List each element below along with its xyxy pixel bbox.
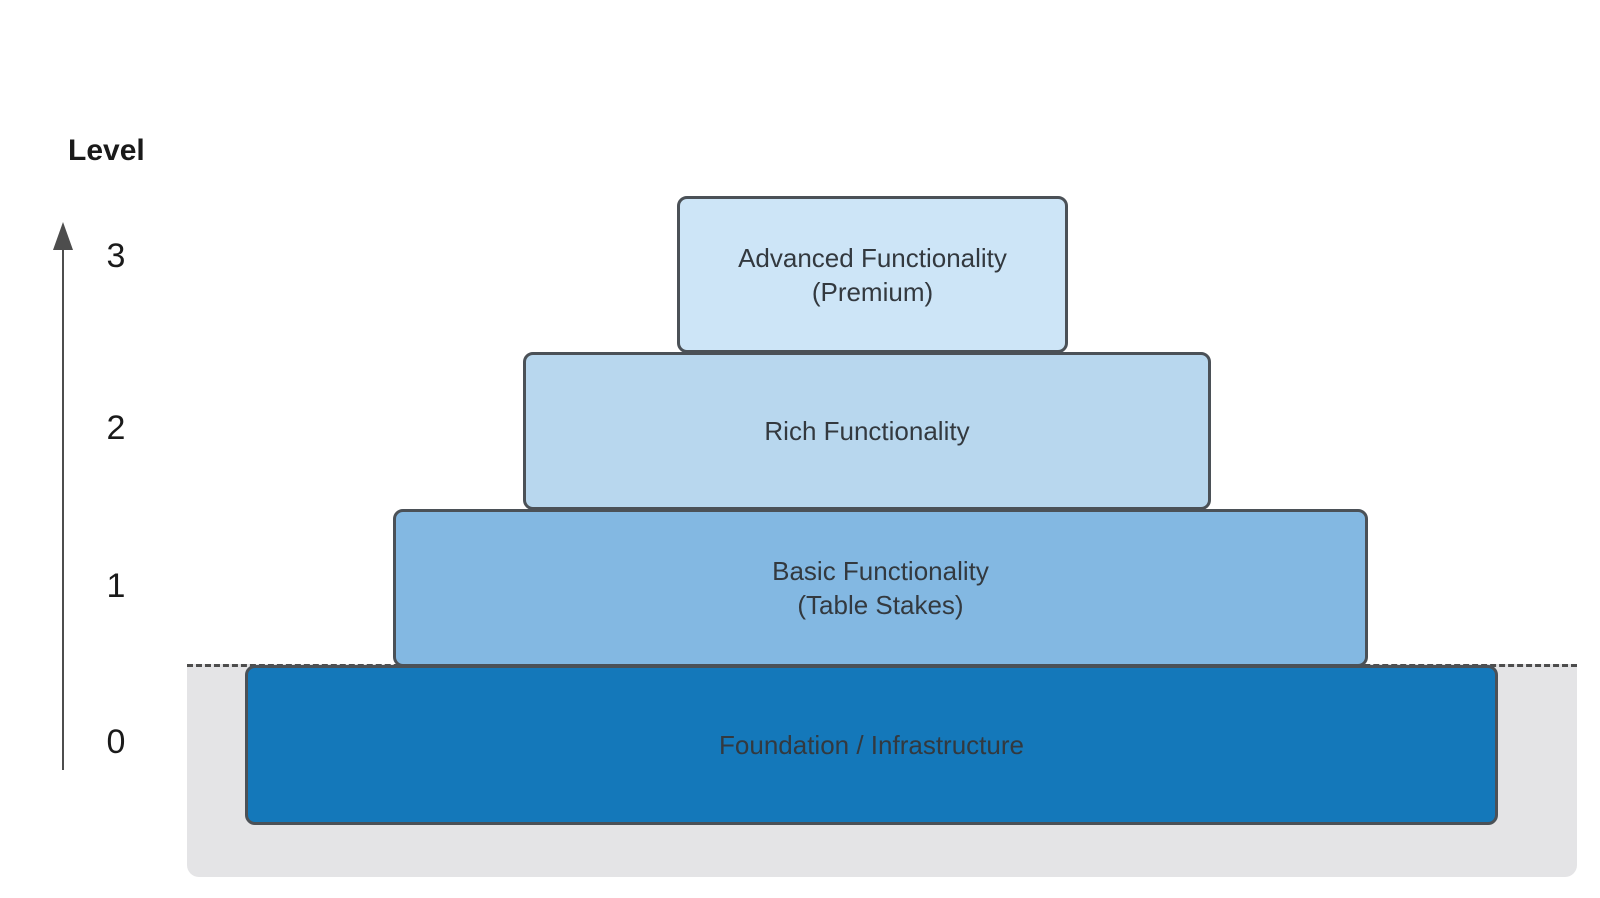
axis-tick-3: 3 bbox=[106, 237, 126, 275]
axis-arrow-up-icon bbox=[53, 222, 73, 250]
axis-tick-2: 2 bbox=[106, 409, 126, 447]
axis-tick-0: 0 bbox=[106, 723, 126, 761]
level-2-box: Rich Functionality bbox=[523, 352, 1211, 510]
axis-line bbox=[62, 240, 64, 770]
axis-tick-1: 1 bbox=[106, 567, 126, 605]
level-0-box: Foundation / Infrastructure bbox=[245, 665, 1498, 825]
axis-title: Level bbox=[68, 134, 145, 167]
level-3-box: Advanced Functionality (Premium) bbox=[677, 196, 1068, 353]
level-1-box: Basic Functionality (Table Stakes) bbox=[393, 509, 1368, 667]
